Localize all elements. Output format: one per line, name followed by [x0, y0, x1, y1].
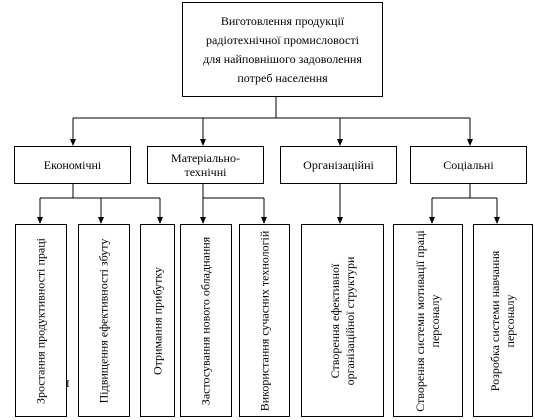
leaf-new-equipment-label: Застосування нового обладнання — [198, 236, 213, 405]
leaf-org-structure-box: Створення ефективної організаційної стру… — [301, 224, 384, 417]
arrow-head — [337, 139, 343, 146]
leaf-staff-training-label: Розробка системи навчання персоналу — [488, 250, 517, 391]
category-material-label: технічні — [184, 165, 227, 179]
arrow-head — [98, 217, 104, 224]
leaf-profit-label: Отримання прибутку — [150, 266, 164, 375]
arrow-head — [494, 217, 500, 224]
arrow-head — [200, 139, 206, 146]
leaf-modern-technologies-label: Використання сучасних технологій — [257, 230, 271, 411]
leaf-modern-technologies-box: Використання сучасних технологій — [239, 224, 290, 417]
arrow-head — [157, 217, 163, 224]
leaf-labor-productivity-box: Зростання продуктивності праці — [15, 224, 67, 417]
leaf-org-structure-label: Створення ефективної організаційної стру… — [327, 256, 357, 385]
arrow-head — [200, 217, 206, 224]
leaf-labor-motivation-label: Створення системи мотивації праці персон… — [413, 229, 442, 412]
arrow-head — [37, 217, 43, 224]
arrow-head — [467, 139, 473, 146]
arrow-head — [429, 217, 435, 224]
root-line: для найповнішого задоволення — [203, 51, 362, 66]
leaf-new-equipment-box: Застосування нового обладнання — [180, 224, 232, 417]
leaf-staff-training-box: Розробка системи навчання персоналу — [473, 224, 533, 417]
category-material-label: Матеріально- — [171, 151, 240, 165]
category-material-box: Матеріально- технічні — [147, 146, 264, 184]
leaf-labor-motivation-box: Створення системи мотивації праці персон… — [393, 224, 463, 417]
root-goal-box: Виготовлення продукції радіотехнічної пр… — [182, 2, 383, 97]
root-line: потреб населення — [237, 70, 328, 85]
leaf-profit-box: Отримання прибутку — [140, 224, 175, 417]
stray-mark: I — [66, 378, 70, 390]
arrow-head — [261, 217, 267, 224]
leaf-sales-efficiency-box: Підвищення ефективності збуту — [78, 224, 130, 417]
root-goal-text: Виготовлення продукції радіотехнічної пр… — [183, 3, 382, 96]
leaf-labor-productivity-label: Зростання продуктивності праці — [33, 237, 48, 404]
arrow-head — [70, 139, 76, 146]
category-social-box: Соціальні — [410, 146, 527, 184]
category-economic-label: Економічні — [43, 158, 102, 172]
category-organizational-box: Організаційні — [280, 146, 397, 184]
root-line: Виготовлення продукції — [220, 13, 345, 28]
category-economic-box: Економічні — [14, 146, 131, 184]
root-line: радіотехнічної промисловості — [206, 32, 359, 47]
category-organizational-label: Організаційні — [303, 158, 374, 172]
category-social-label: Соціальні — [443, 158, 494, 172]
leaf-sales-efficiency-label: Підвищення ефективності збуту — [96, 238, 111, 403]
arrow-head — [337, 217, 343, 224]
